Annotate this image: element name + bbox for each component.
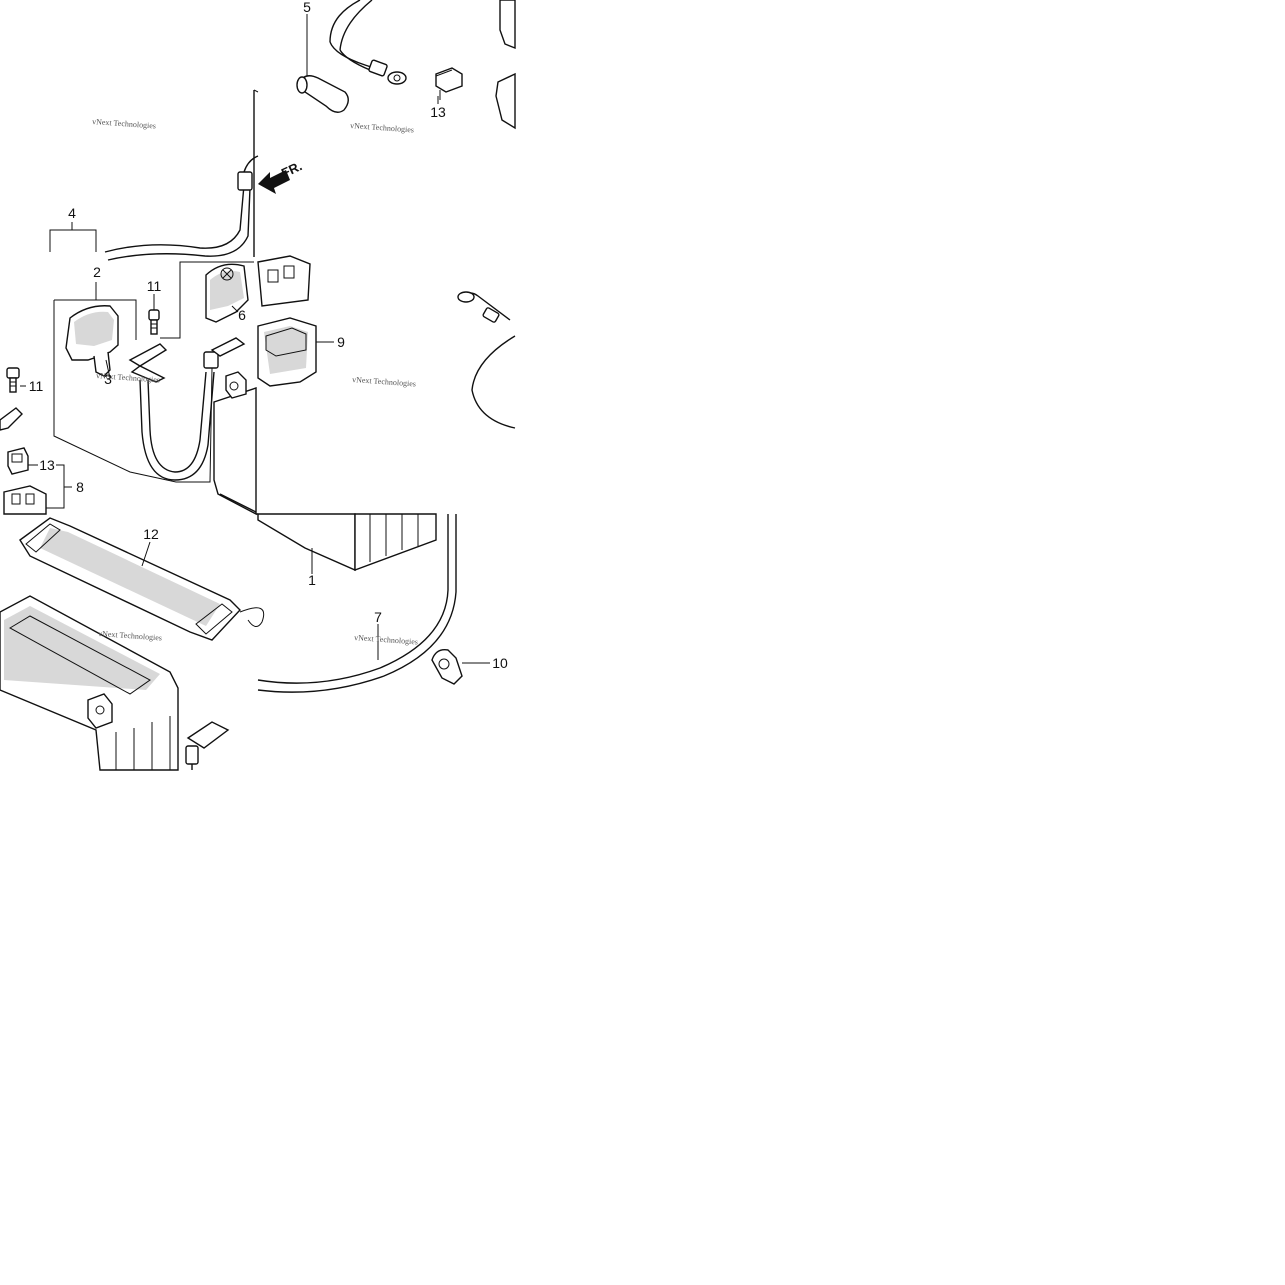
- watermark-text: vNext Technologies: [92, 117, 156, 130]
- watermark-text: vNext Technologies: [96, 371, 160, 384]
- strap-12: [19, 517, 241, 641]
- terminal-lugs: [0, 337, 246, 431]
- bolt-11-upper: [148, 309, 160, 335]
- callout-11-upper: 11: [147, 278, 162, 294]
- battery-1: [213, 371, 258, 516]
- watermarks: vNext Technologies vNext Technologies vN…: [92, 117, 418, 646]
- cap-2: [65, 305, 119, 377]
- callout-8: 8: [76, 479, 84, 495]
- clamp-10: [431, 649, 490, 685]
- relay-13-top: [435, 67, 463, 100]
- callouts: 1 2 3 4 5 6 7 8 9 10 11 11 12 13 13: [29, 0, 508, 671]
- watermark-text: vNext Technologies: [352, 375, 416, 388]
- starter-relay-partial: [495, 0, 516, 130]
- bolt-11-lower: [6, 367, 20, 393]
- cable-7: [257, 291, 516, 693]
- callout-13-left: 13: [39, 457, 55, 473]
- watermark-text: vNext Technologies: [98, 629, 162, 642]
- frame-arrow: FR.: [258, 158, 304, 194]
- callout-11-lower: 11: [29, 378, 44, 394]
- callout-6: 6: [238, 307, 246, 323]
- battery-bottom: [0, 595, 265, 771]
- callout-13-top: 13: [430, 104, 446, 120]
- relay-13-left: [7, 447, 29, 475]
- watermark-text: vNext Technologies: [350, 121, 414, 134]
- callout-12: 12: [143, 526, 159, 542]
- frame-tube: [253, 89, 259, 257]
- leader-lines: [20, 14, 439, 509]
- watermark-text: vNext Technologies: [354, 633, 418, 646]
- battery-box-9: [257, 317, 334, 387]
- cable-4: [104, 155, 259, 481]
- callout-2: 2: [93, 264, 101, 280]
- callout-9: 9: [337, 334, 345, 350]
- cap-6: [205, 263, 249, 323]
- callout-5: 5: [303, 0, 311, 15]
- fuse-box-8: [3, 255, 311, 515]
- callout-1: 1: [308, 572, 316, 588]
- callout-3: 3: [104, 371, 112, 387]
- fr-arrow-label: FR.: [279, 158, 304, 180]
- callout-10: 10: [492, 655, 508, 671]
- callout-4: 4: [68, 205, 76, 221]
- callout-7: 7: [374, 609, 382, 625]
- battery-1-lower: [257, 513, 437, 574]
- cable-5: [296, 0, 407, 113]
